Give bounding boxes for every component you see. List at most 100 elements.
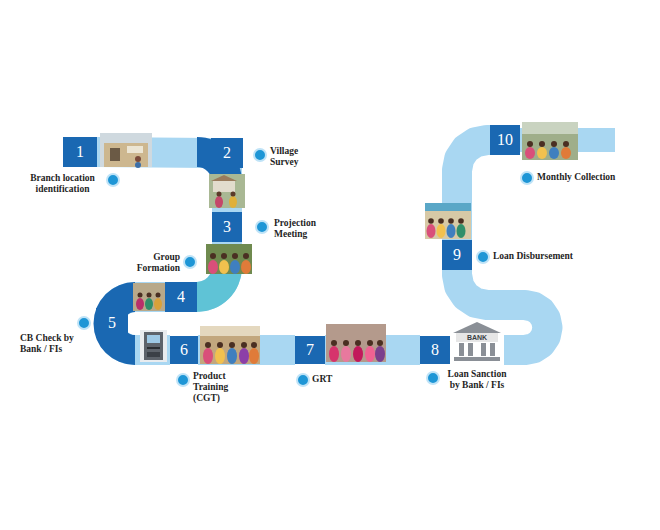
photo (217, 342, 223, 348)
photo (241, 260, 251, 274)
step-number: 3 (223, 219, 231, 235)
photo (561, 147, 571, 159)
step-label: Projection Meeting (274, 218, 332, 240)
photo (209, 174, 245, 208)
step-box: 4Group Formation (165, 282, 197, 312)
photo (138, 293, 143, 298)
photo (200, 326, 260, 336)
atm-photo (147, 347, 160, 349)
photo (156, 293, 161, 298)
photo (205, 342, 211, 348)
icon-label: BANK (456, 333, 498, 342)
photo (437, 224, 446, 238)
pipe-connector (457, 140, 490, 240)
photo (136, 298, 144, 310)
photo (239, 348, 249, 364)
photo (135, 162, 141, 168)
bullet-dot (177, 374, 189, 386)
bullet-dot (107, 174, 119, 186)
bullet-dot (184, 256, 196, 268)
photo (341, 346, 351, 362)
bullet-dot (297, 374, 309, 386)
photo (100, 133, 152, 168)
step-label: Group Formation (120, 252, 180, 274)
step-box: 2Village Survey (211, 138, 243, 168)
bullet-dot (78, 149, 533, 386)
photo (377, 340, 383, 346)
step-number: 5 (108, 315, 116, 331)
photo (527, 141, 533, 147)
step-label: Loan Sanction by Bank / FIs (444, 369, 510, 391)
step-label: CB Check by Bank / FIs (20, 333, 80, 355)
bank-icon (453, 322, 501, 333)
bullet-dot (477, 251, 489, 263)
step-label: Loan Disbursement (493, 251, 603, 262)
bank-icon (450, 320, 504, 366)
photo (230, 260, 240, 274)
photo (425, 203, 471, 239)
photo (537, 147, 547, 159)
photo (425, 203, 471, 239)
step-number: 4 (177, 289, 185, 305)
bank-icon (468, 343, 473, 356)
bullet-dot (256, 221, 268, 233)
photo (135, 156, 141, 162)
photo (215, 196, 223, 208)
bank-icon (490, 343, 495, 356)
step-number: 6 (180, 342, 188, 358)
bank-icon (456, 333, 498, 342)
photo (427, 224, 436, 238)
photo (249, 348, 259, 364)
bank-icon (481, 343, 486, 356)
photo (206, 244, 252, 274)
photo (447, 224, 456, 238)
step-number: 9 (453, 247, 461, 263)
step-label: Monthly Collection (537, 172, 647, 183)
photo (563, 141, 569, 147)
step-number: 1 (76, 144, 84, 160)
step-box: 5CB Check by Bank / FIs (96, 308, 128, 338)
step-label: Branch location identification (20, 173, 105, 195)
photo (145, 298, 153, 310)
step-label: GRT (312, 374, 342, 385)
photo (100, 133, 152, 167)
photo (206, 244, 252, 274)
photo (458, 218, 464, 224)
step-box: 1Branch location identification (63, 137, 97, 167)
photo (522, 122, 578, 160)
atm-photo (140, 330, 167, 362)
photo (110, 148, 120, 161)
photo (208, 260, 218, 274)
bullet-dot (78, 317, 90, 329)
bullet-dot (521, 172, 533, 184)
step-box: 10Monthly Collection (490, 125, 520, 155)
step-label: Village Survey (270, 146, 320, 168)
atm-photo (147, 352, 160, 357)
photo (365, 346, 375, 362)
photo (343, 340, 349, 346)
photo (227, 348, 237, 364)
photo (133, 283, 165, 311)
photo (525, 147, 535, 159)
photo (539, 141, 545, 147)
photo (209, 174, 245, 208)
atm-photo (147, 335, 160, 343)
step-label: Product Training (CGT) (193, 371, 241, 404)
photo (331, 340, 337, 346)
photo (329, 346, 339, 362)
photo (147, 293, 152, 298)
atm-photo (140, 330, 167, 362)
photo (355, 340, 361, 346)
photo (425, 203, 471, 211)
photo (127, 146, 143, 153)
photo (231, 192, 236, 197)
photo (428, 218, 434, 224)
step-box: 9Loan Disbursement (442, 240, 472, 270)
photo (221, 253, 227, 259)
bullet-dot (254, 149, 266, 161)
bank-icon (459, 343, 464, 356)
pipe-bend (93, 282, 135, 365)
step-number: 10 (497, 132, 513, 148)
